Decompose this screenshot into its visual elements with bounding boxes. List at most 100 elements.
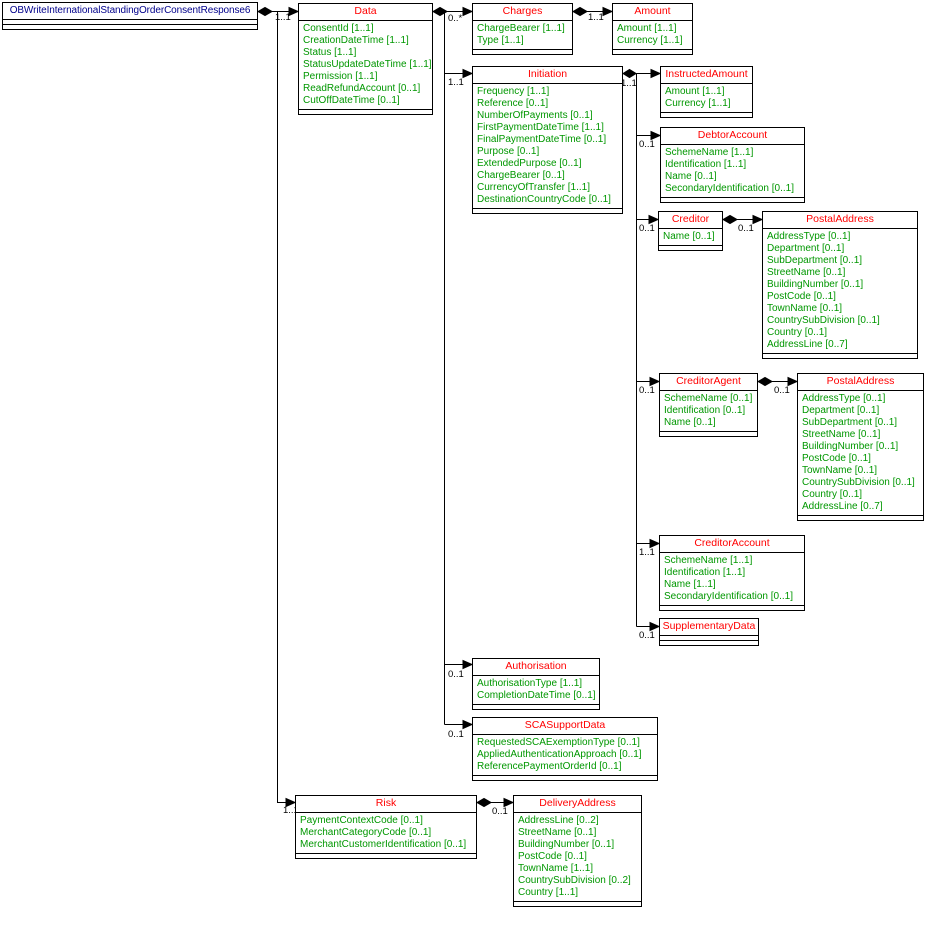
attribute: Identification [1..1]	[664, 567, 746, 578]
composition-diamond	[756, 376, 774, 387]
class-box-creditor: Creditor Name [0..1]	[658, 211, 723, 251]
attribute: AddressLine [0..7]	[802, 501, 883, 512]
attribute: TownName [0..1]	[802, 465, 878, 476]
composition-diamond	[256, 6, 274, 17]
attribute: Name [0..1]	[665, 171, 717, 182]
multiplicity-label: 0..1	[639, 223, 655, 234]
class-title: CreditorAccount	[660, 536, 804, 553]
attribute: ReadRefundAccount [0..1]	[303, 83, 421, 94]
connector-root-to-data	[256, 6, 300, 17]
attribute: StreetName [0..1]	[802, 429, 881, 440]
attributes-compartment: Amount [1..1]Currency [1..1]	[661, 84, 752, 112]
attribute: Country [1..1]	[518, 887, 579, 898]
attribute: CompletionDateTime [0..1]	[477, 690, 596, 701]
connector-root-to-risk	[277, 11, 297, 808]
attribute: Currency [1..1]	[617, 35, 683, 46]
connector-line	[636, 73, 651, 627]
attributes-compartment: SchemeName [0..1]Identification [0..1]Na…	[660, 391, 757, 431]
attribute: Amount [1..1]	[665, 86, 725, 97]
multiplicity-label: 1..1	[621, 78, 637, 89]
operations-compartment	[473, 775, 657, 780]
composition-diamond	[571, 6, 589, 17]
class-box-charges: Charges ChargeBearer [1..1]Type [1..1]	[472, 3, 573, 55]
attributes-compartment: SchemeName [1..1]Identification [1..1]Na…	[661, 145, 804, 197]
connector-creditor-to-postaladdress	[721, 214, 764, 225]
attribute: SchemeName [1..1]	[665, 147, 754, 158]
attribute: SchemeName [0..1]	[664, 393, 753, 404]
attribute: TownName [1..1]	[518, 863, 594, 874]
class-title: Data	[299, 4, 432, 21]
attribute: StreetName [0..1]	[518, 827, 597, 838]
multiplicity-label: 1..1	[639, 547, 655, 558]
attributes-compartment: ConsentId [1..1]CreationDateTime [1..1]S…	[299, 21, 432, 109]
attribute: FinalPaymentDateTime [0..1]	[477, 134, 607, 145]
attribute: NumberOfPayments [0..1]	[477, 110, 593, 121]
attribute: AuthorisationType [1..1]	[477, 678, 583, 689]
attributes-compartment: Amount [1..1]Currency [1..1]	[613, 21, 692, 49]
attribute: MerchantCustomerIdentification [0..1]	[300, 839, 467, 850]
attributes-compartment: PaymentContextCode [0..1]MerchantCategor…	[296, 813, 476, 853]
class-box-risk: Risk PaymentContextCode [0..1]MerchantCa…	[295, 795, 477, 859]
attribute: FirstPaymentDateTime [1..1]	[477, 122, 604, 133]
multiplicity-label: 1..1	[588, 12, 604, 23]
attribute: PostCode [0..1]	[802, 453, 871, 464]
attribute: CountrySubDivision [0..1]	[767, 315, 880, 326]
attribute: SecondaryIdentification [0..1]	[664, 591, 793, 602]
operations-compartment	[3, 24, 257, 29]
arrow-head	[503, 797, 515, 808]
operations-compartment	[798, 515, 923, 520]
arrow-head	[462, 659, 474, 670]
class-box-sca-support-data: SCASupportData RequestedSCAExemptionType…	[472, 717, 658, 781]
multiplicity-label: 0..1	[639, 385, 655, 396]
multiplicity-label: 0..1	[639, 630, 655, 641]
class-title: SCASupportData	[473, 718, 657, 735]
class-title: Charges	[473, 4, 572, 21]
operations-compartment	[659, 245, 722, 250]
attribute: Frequency [1..1]	[477, 86, 550, 97]
class-title: SupplementaryData	[660, 619, 758, 636]
arrow-head	[650, 130, 662, 141]
connector-charges-to-amount	[571, 6, 614, 17]
class-title: PostalAddress	[798, 374, 923, 391]
class-box-supplementary-data: SupplementaryData	[659, 618, 759, 646]
connector-line	[277, 11, 286, 803]
multiplicity-label: 0..1	[639, 139, 655, 150]
connector-creditoragent-to-postaladdress	[756, 376, 799, 387]
attribute: CurrencyOfTransfer [1..1]	[477, 182, 590, 193]
attribute: PostCode [0..1]	[518, 851, 587, 862]
multiplicity-label: 0..1	[774, 385, 790, 396]
class-title: Initiation	[473, 67, 622, 84]
attribute: BuildingNumber [0..1]	[767, 279, 864, 290]
attribute: Name [1..1]	[664, 579, 716, 590]
attribute: Country [0..1]	[802, 489, 863, 500]
attributes-compartment: Name [0..1]	[659, 229, 722, 245]
class-box-postal-address-creditor-agent: PostalAddress AddressType [0..1]Departme…	[797, 373, 924, 521]
attribute: CountrySubDivision [0..2]	[518, 875, 631, 886]
class-title: Creditor	[659, 212, 722, 229]
attribute: SecondaryIdentification [0..1]	[665, 183, 794, 194]
attribute: TownName [0..1]	[767, 303, 843, 314]
connector-risk-to-deliveryaddress	[475, 797, 515, 808]
attribute: ReferencePaymentOrderId [0..1]	[477, 761, 622, 772]
operations-compartment	[661, 197, 804, 202]
attributes-compartment: ChargeBearer [1..1]Type [1..1]	[473, 21, 572, 49]
class-box-amount: Amount Amount [1..1]Currency [1..1]	[612, 3, 693, 55]
attribute: Department [0..1]	[767, 243, 845, 254]
attributes-compartment: AddressType [0..1]Department [0..1]SubDe…	[798, 391, 923, 515]
arrow-head	[649, 621, 661, 632]
composition-diamond	[721, 214, 739, 225]
connector-line	[444, 11, 463, 725]
class-title: DeliveryAddress	[514, 796, 641, 813]
arrow-head	[650, 68, 662, 79]
attribute: Department [0..1]	[802, 405, 880, 416]
class-box-debtor-account: DebtorAccount SchemeName [1..1]Identific…	[660, 127, 805, 203]
attribute: Identification [1..1]	[665, 159, 747, 170]
attribute: Type [1..1]	[477, 35, 524, 46]
attribute: Status [1..1]	[303, 47, 357, 58]
multiplicity-label: 0..1	[492, 806, 508, 817]
attribute: AddressType [0..1]	[802, 393, 886, 404]
attribute: SubDepartment [0..1]	[767, 255, 863, 266]
operations-compartment	[473, 49, 572, 54]
